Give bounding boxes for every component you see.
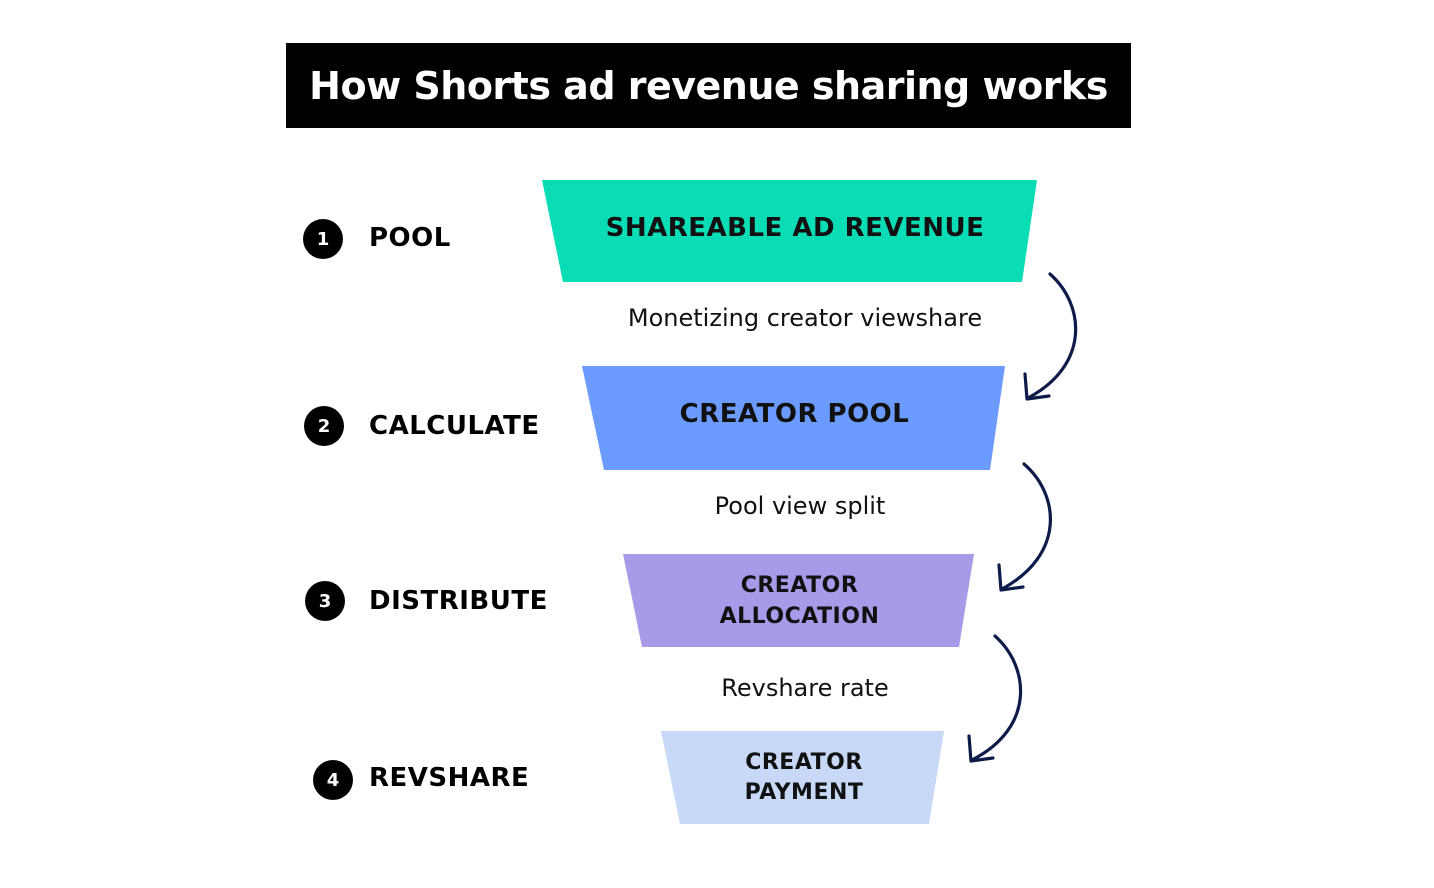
funnel-stage-3-label: CREATOR ALLOCATION (632, 554, 967, 647)
step-1-badge: 1 (303, 219, 343, 259)
funnel-stage-2-shape (582, 366, 1005, 470)
connector-2-label: Pool view split (714, 492, 886, 520)
funnel-stage-2-text: CREATOR POOL (679, 399, 910, 429)
funnel-stage-1-shape (542, 180, 1037, 282)
step-4-label: REVSHARE (369, 763, 530, 793)
step-2-badge: 2 (304, 406, 344, 446)
step-1-label: POOL (369, 223, 451, 253)
page-title: How Shorts ad revenue sharing works (309, 63, 1108, 108)
funnel-stage-1-text: SHAREABLE AD REVENUE (605, 213, 985, 243)
step-4-number: 4 (326, 769, 340, 791)
funnel-stage-3-shape (623, 554, 974, 647)
arrow-head-2 (997, 563, 1025, 592)
funnel-stage-3-text-line2: ALLOCATION (719, 603, 880, 629)
arrow-head-3 (967, 734, 995, 763)
funnel-stage-4-text-line2: PAYMENT (744, 779, 864, 805)
title-banner: How Shorts ad revenue sharing works (286, 43, 1131, 128)
arrow-head-1 (1023, 372, 1051, 401)
funnel-stage-2-label: CREATOR POOL (593, 366, 996, 470)
step-3-badge: 3 (305, 581, 345, 621)
funnel-stage-4-text-line1: CREATOR (745, 749, 863, 775)
curved-arrow-2 (1000, 462, 1052, 591)
step-2-label: CALCULATE (369, 411, 540, 441)
funnel-stage-4-shape (661, 731, 944, 824)
step-3-label: DISTRIBUTE (369, 586, 548, 616)
step-2-number: 2 (317, 415, 331, 437)
funnel-stage-3-text-line1: CREATOR (740, 572, 859, 598)
connector-1-label: Monetizing creator viewshare (627, 304, 983, 332)
connector-3-label: Revshare rate (721, 674, 889, 702)
step-4-badge: 4 (313, 760, 353, 800)
funnel-stage-1-label: SHAREABLE AD REVENUE (563, 180, 1027, 282)
curved-arrow-1 (1026, 272, 1078, 400)
step-1-number: 1 (316, 228, 330, 250)
curved-arrow-3 (970, 634, 1023, 762)
step-3-number: 3 (318, 590, 332, 612)
funnel-stage-4-label: CREATOR PAYMENT (670, 731, 938, 824)
